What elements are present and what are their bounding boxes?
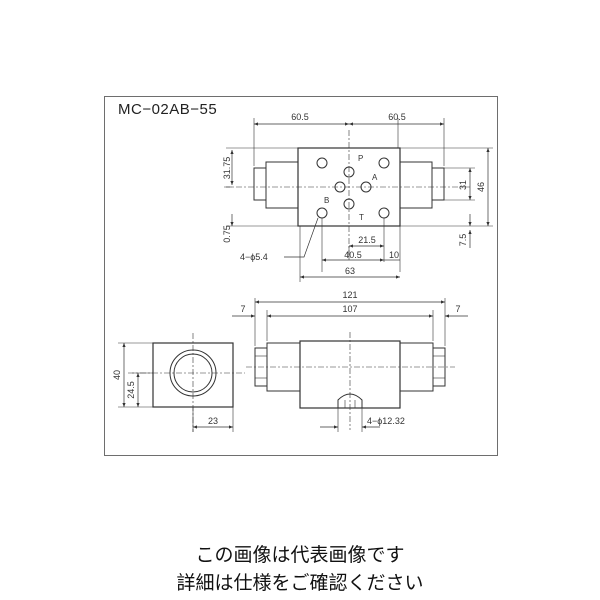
dim-label-10: 10 bbox=[389, 250, 399, 260]
mount-hole-br bbox=[378, 207, 390, 219]
dim-label-0-75: 0.75 bbox=[222, 225, 232, 243]
dim-label-21-5: 21.5 bbox=[358, 235, 376, 245]
dim-label-40-5: 40.5 bbox=[344, 250, 362, 260]
dim-label-40: 40 bbox=[112, 370, 122, 380]
front-right-end-cap bbox=[432, 347, 446, 387]
top-right-port-body bbox=[399, 161, 433, 209]
dim-label-7-left: 7 bbox=[240, 304, 245, 314]
mount-hole-tl bbox=[316, 157, 328, 169]
dim-label-63: 63 bbox=[345, 266, 355, 276]
dim-label-121: 121 bbox=[342, 290, 357, 300]
front-view bbox=[232, 298, 468, 432]
port-label-t: T bbox=[359, 213, 364, 222]
side-view bbox=[118, 333, 245, 432]
dim-label-24-5: 24.5 bbox=[126, 381, 136, 399]
caption-line-2: 詳細は仕様をご確認ください bbox=[176, 572, 424, 594]
drawing-frame bbox=[104, 96, 498, 456]
port-label-a: A bbox=[372, 173, 378, 182]
dim-label-left-half: 60.5 bbox=[291, 112, 309, 122]
mount-hole-tr bbox=[378, 157, 390, 169]
caption-line-1: この画像は代表画像です bbox=[195, 544, 405, 566]
port-label-p: P bbox=[358, 154, 363, 163]
mount-hole-bl bbox=[316, 207, 328, 219]
dim-label-23: 23 bbox=[208, 416, 218, 426]
model-title: MC−02AB−55 bbox=[118, 101, 218, 118]
top-view bbox=[224, 118, 493, 282]
hole-note-leader bbox=[284, 217, 319, 258]
dim-label-46: 46 bbox=[476, 182, 486, 192]
top-right-end-cap bbox=[431, 167, 445, 201]
dim-label-7-5: 7.5 bbox=[458, 234, 468, 247]
top-left-end-cap bbox=[253, 167, 267, 201]
top-left-port-body bbox=[265, 161, 299, 209]
dim-label-107: 107 bbox=[342, 304, 357, 314]
dim-label-31-75: 31.75 bbox=[222, 157, 232, 180]
port-label-b: B bbox=[324, 196, 329, 205]
dim-label-7-right: 7 bbox=[455, 304, 460, 314]
hole-note-top: 4−ϕ5.4 bbox=[240, 252, 268, 262]
hole-note-front: 4−ϕ12.32 bbox=[367, 416, 405, 426]
dim-label-right-half: 60.5 bbox=[388, 112, 406, 122]
dim-label-31: 31 bbox=[458, 180, 468, 190]
